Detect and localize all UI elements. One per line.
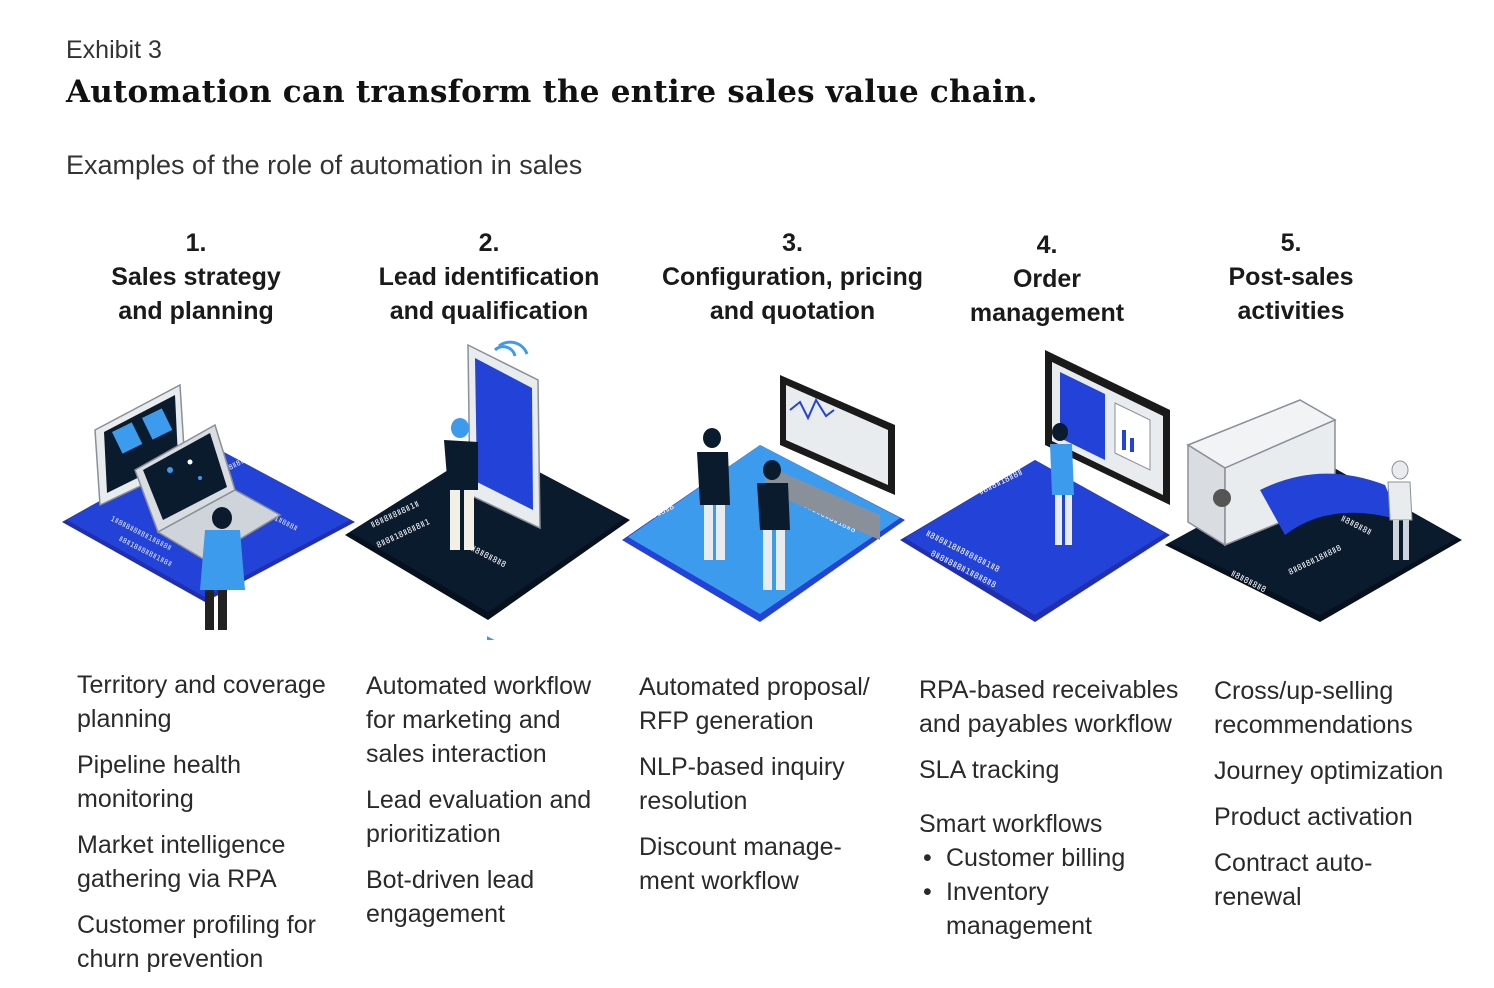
list-item: Territory and coverage planning bbox=[77, 671, 326, 733]
stage-2-number: 2. bbox=[478, 229, 500, 257]
stage-1-title-line1: Sales strategy bbox=[111, 263, 281, 291]
list-item: Pipeline health monitoring bbox=[77, 751, 242, 813]
list-item: Automated proposal/ RFP generation bbox=[639, 673, 870, 735]
stage-2-heading: 2. Lead identification and qualification bbox=[339, 226, 639, 328]
tile-1-person bbox=[200, 507, 245, 630]
list-item: Automated workflow for marketing and sal… bbox=[366, 672, 592, 768]
tile-4-monitor bbox=[1045, 350, 1170, 545]
stage-5-title-line1: Post-sales bbox=[1228, 263, 1354, 291]
list-item: Smart workflows bbox=[919, 810, 1103, 838]
list-item: Journey optimization bbox=[1214, 757, 1444, 785]
stage-3-items: Automated proposal/ RFP generation NLP-b… bbox=[639, 670, 894, 910]
stage-4-title-line1: Order bbox=[1012, 265, 1082, 293]
list-item: Cross/up-selling recommendations bbox=[1214, 677, 1413, 739]
list-item: Bot-driven lead engagement bbox=[366, 866, 535, 928]
list-item: Market intelligence gathering via RPA bbox=[77, 831, 286, 893]
list-item: RPA-based receivables and payables workf… bbox=[919, 676, 1179, 738]
stage-3-title-line1: Configuration, pricing bbox=[661, 263, 924, 291]
stage-5-title-line2: activities bbox=[1237, 297, 1345, 325]
stage-4-items: RPA-based receivables and payables workf… bbox=[919, 673, 1194, 943]
stage-5-heading: 5. Post-sales activities bbox=[1141, 226, 1441, 328]
stage-3-heading: 3. Configuration, pricing and quotation bbox=[625, 226, 960, 328]
list-item: Contract auto- renewal bbox=[1214, 849, 1373, 911]
page-subtitle: Examples of the role of automation in sa… bbox=[66, 150, 583, 180]
stage-3-title-line2: and quotation bbox=[709, 297, 876, 325]
sales-value-chain-illustration: 1ǁ8ǁ8ǁ8ǁ8ǁ1ǁ8ǁ8ǁ ǁ8ǁ18ǁ8ǁ8ǁ1ǁ8ǁ 8ǁ8ǁ8ǁ1ǁ… bbox=[62, 340, 1462, 640]
stage-2-title-line2: and qualification bbox=[389, 297, 589, 325]
tile-3-kiosk bbox=[697, 375, 895, 590]
stage-5-number: 5. bbox=[1280, 229, 1302, 257]
smart-workflows-sublist: Customer billing Inventory management bbox=[919, 841, 1194, 943]
stage-2-items: Automated workflow for marketing and sal… bbox=[366, 669, 611, 943]
stage-4-number: 4. bbox=[1036, 231, 1058, 259]
exhibit-label: Exhibit 3 bbox=[66, 36, 162, 64]
list-item: Customer profiling for churn prevention bbox=[77, 911, 316, 973]
list-item: SLA tracking bbox=[919, 756, 1060, 784]
tile-1-devices bbox=[94, 383, 282, 561]
stage-1-items: Territory and coverage planning Pipeline… bbox=[77, 668, 337, 988]
tile-2-phone bbox=[444, 340, 541, 640]
stage-4-heading: 4. Order management bbox=[897, 228, 1197, 330]
svg-text:8ǁ8ǁ8ǁ1ǁ8ǁ8ǁ18ǁ: 8ǁ8ǁ8ǁ1ǁ8ǁ8ǁ18ǁ bbox=[227, 436, 287, 472]
stage-5-items: Cross/up-selling recommendations Journey… bbox=[1214, 674, 1464, 926]
stage-1-heading: 1. Sales strategy and planning bbox=[46, 226, 346, 328]
list-item: NLP-based inquiry resolution bbox=[639, 753, 845, 815]
list-item: Lead evaluation and prioritization bbox=[366, 786, 592, 848]
sub-list-item: Inventory management bbox=[919, 875, 1194, 943]
tile-5-printer bbox=[1186, 399, 1413, 560]
stage-1-number: 1. bbox=[185, 229, 207, 257]
page-title: Automation can transform the entire sale… bbox=[66, 74, 1038, 110]
stage-1-title-line2: and planning bbox=[118, 297, 274, 325]
list-item: Product activation bbox=[1214, 803, 1413, 831]
stage-2-title-line1: Lead identification bbox=[378, 263, 600, 291]
sub-list-item: Customer billing bbox=[919, 841, 1194, 875]
stage-4-title-line2: management bbox=[969, 299, 1125, 327]
stage-3-number: 3. bbox=[782, 229, 803, 257]
list-item: Discount manage- ment workflow bbox=[639, 833, 842, 895]
